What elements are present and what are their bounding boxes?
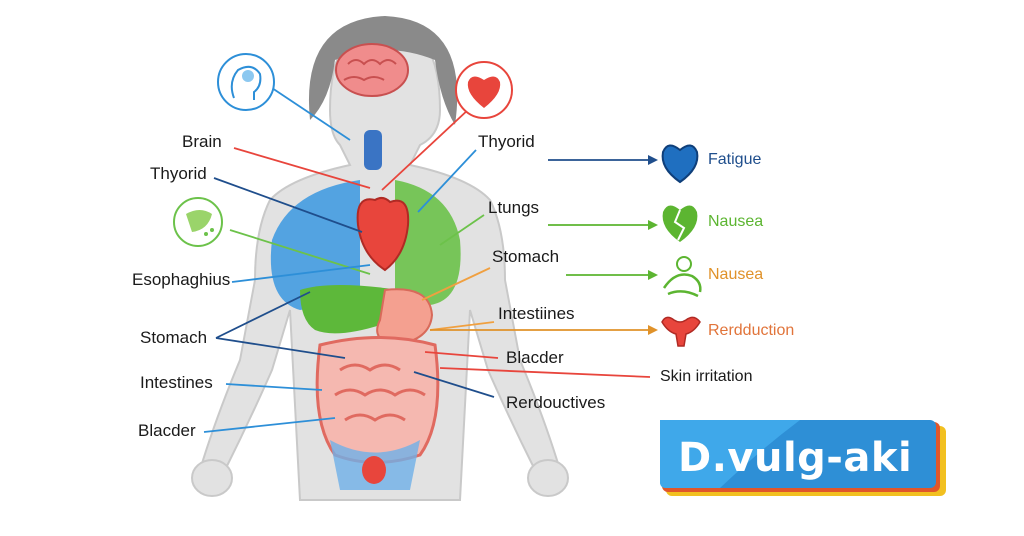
left-lung xyxy=(270,180,360,310)
heart-icon xyxy=(455,61,513,119)
stomach-organ xyxy=(376,288,434,347)
logo-badge: D.vulg-aki xyxy=(664,424,946,496)
nausea-figure-icon xyxy=(662,256,702,298)
label-skin-irritation: Skin irritation xyxy=(660,368,753,385)
logo-badge-graphic xyxy=(660,420,946,496)
label-lungs: Ltungs xyxy=(488,198,540,217)
symptom-nausea-1: Nausea xyxy=(708,213,764,230)
label-thyroid-left: Thyorid xyxy=(150,164,207,183)
brain-organ xyxy=(335,43,409,97)
heart-organ xyxy=(356,196,410,272)
label-reproductives: Rerdouctives xyxy=(506,393,606,412)
symptom-reduction: Rerdduction xyxy=(708,322,795,339)
label-intestines-center: Intestiines xyxy=(498,304,575,323)
label-thyroid-center: Thyorid xyxy=(478,132,535,151)
label-brain: Brain xyxy=(182,132,222,151)
symptom-arrows xyxy=(430,155,658,335)
symptom-fatigue: Fatigue xyxy=(708,151,762,168)
uterus-icon xyxy=(661,316,701,347)
fatigue-heart-icon xyxy=(661,144,699,184)
organs xyxy=(270,43,461,490)
head-brain-icon xyxy=(217,53,275,111)
label-stomach-center: Stomach xyxy=(492,247,560,266)
label-esophagus: Esophaghius xyxy=(132,270,231,289)
label-bladder-center: Blacder xyxy=(506,348,564,367)
label-intestines-left: Intestines xyxy=(140,373,213,392)
symptom-nausea-2: Nausea xyxy=(708,266,764,283)
label-bladder-left: Blacder xyxy=(138,421,196,440)
broken-heart-icon xyxy=(662,205,698,242)
intestines-organ xyxy=(315,336,440,464)
bladder-organ xyxy=(362,456,386,484)
throat-organ xyxy=(364,130,382,170)
logo-text: D.vulg-aki xyxy=(678,435,913,481)
label-stomach-left: Stomach xyxy=(140,328,208,347)
stomach-spray-icon xyxy=(173,197,223,247)
right-lung xyxy=(395,180,461,305)
connector-lines xyxy=(203,87,651,433)
